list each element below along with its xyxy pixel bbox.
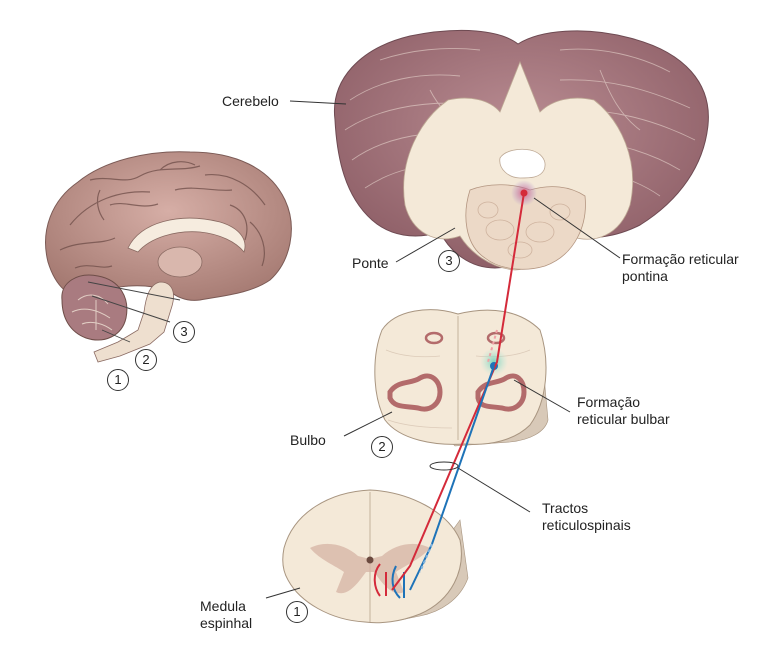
grey-matter bbox=[310, 543, 430, 594]
pons-cerebellum-section bbox=[333, 29, 709, 271]
reticulospinal-tracts bbox=[391, 192, 525, 591]
label-tractos: Tractos reticulospinais bbox=[542, 500, 631, 534]
tract-bundle-marker bbox=[429, 461, 459, 471]
brain-section-number-2: 2 bbox=[135, 349, 157, 371]
label-formacao-pontina-line1: Formação reticular bbox=[622, 251, 739, 267]
label-cerebelo: Cerebelo bbox=[222, 93, 279, 109]
medulla-section bbox=[374, 309, 549, 447]
sagittal-brainstem bbox=[93, 281, 174, 363]
leader-lines bbox=[265, 100, 621, 599]
brain-section-number-1: 1 bbox=[107, 369, 129, 391]
label-tractos-line2: reticulospinais bbox=[542, 517, 631, 533]
label-medula: Medula espinhal bbox=[200, 598, 252, 632]
spinal-cord-section bbox=[282, 489, 469, 624]
label-medula-line1: Medula bbox=[200, 598, 246, 614]
inferior-olive-right bbox=[475, 373, 527, 412]
inferior-olive-left bbox=[387, 373, 443, 412]
spinal-red-terminal bbox=[373, 563, 387, 597]
label-medula-line2: espinhal bbox=[200, 615, 253, 631]
label-formacao-bulbar: Formação reticular bulbar bbox=[577, 394, 670, 428]
fourth-ventricle bbox=[499, 148, 546, 179]
corpus-callosum bbox=[127, 217, 246, 253]
label-tractos-line1: Tractos bbox=[542, 500, 589, 516]
label-formacao-pontina: Formação reticular pontina bbox=[622, 251, 739, 285]
section-number-ponte: 3 bbox=[438, 250, 460, 272]
section-number-medula: 1 bbox=[286, 601, 308, 623]
spinal-blue-terminal bbox=[391, 565, 405, 599]
pontine-tract bbox=[391, 192, 525, 591]
label-formacao-bulbar-line1: Formação bbox=[577, 394, 641, 410]
label-bulbo: Bulbo bbox=[290, 432, 326, 448]
sagittal-cerebellum bbox=[61, 274, 128, 341]
sagittal-brain bbox=[45, 151, 292, 363]
label-formacao-pontina-line2: pontina bbox=[622, 268, 668, 284]
spinal-cord-outline bbox=[282, 489, 462, 624]
label-formacao-bulbar-line2: reticular bulbar bbox=[577, 411, 670, 427]
section-number-bulbo: 2 bbox=[371, 436, 393, 458]
central-canal bbox=[366, 556, 374, 564]
brain-section-number-3: 3 bbox=[173, 321, 195, 343]
label-ponte: Ponte bbox=[352, 255, 389, 271]
